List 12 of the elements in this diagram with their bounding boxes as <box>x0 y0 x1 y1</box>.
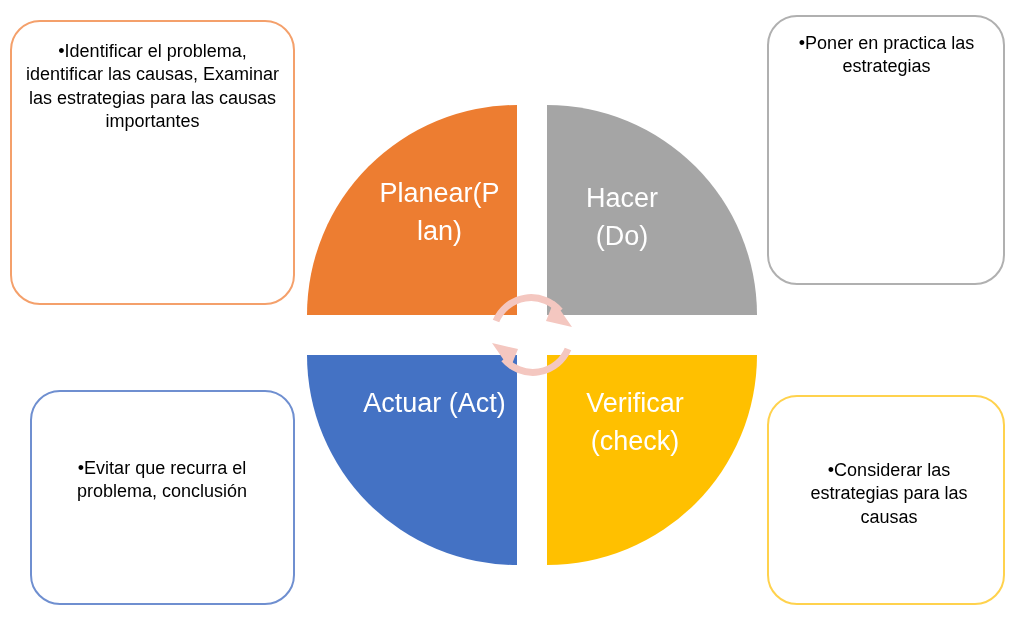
note-card <box>767 395 1005 605</box>
phase-label: Planear(P lan) <box>378 177 501 248</box>
note-card <box>30 390 295 605</box>
phase-label: Actuar (Act) <box>362 387 507 420</box>
note-text: •Identificar el problema, identificar las causas, Examinar las estrategias para las causas importantes <box>24 40 281 134</box>
phase-label: Verificar (check) <box>585 387 685 458</box>
phase-label: Hacer (Do) <box>585 182 659 253</box>
note-text: •Evitar que recurra el problema, conclusión <box>75 457 249 504</box>
note-text: •Poner en practica las estrategias <box>797 32 976 79</box>
note-card <box>10 20 295 305</box>
note-card <box>767 15 1005 285</box>
note-text: •Considerar las estrategias para las causas <box>809 459 969 529</box>
